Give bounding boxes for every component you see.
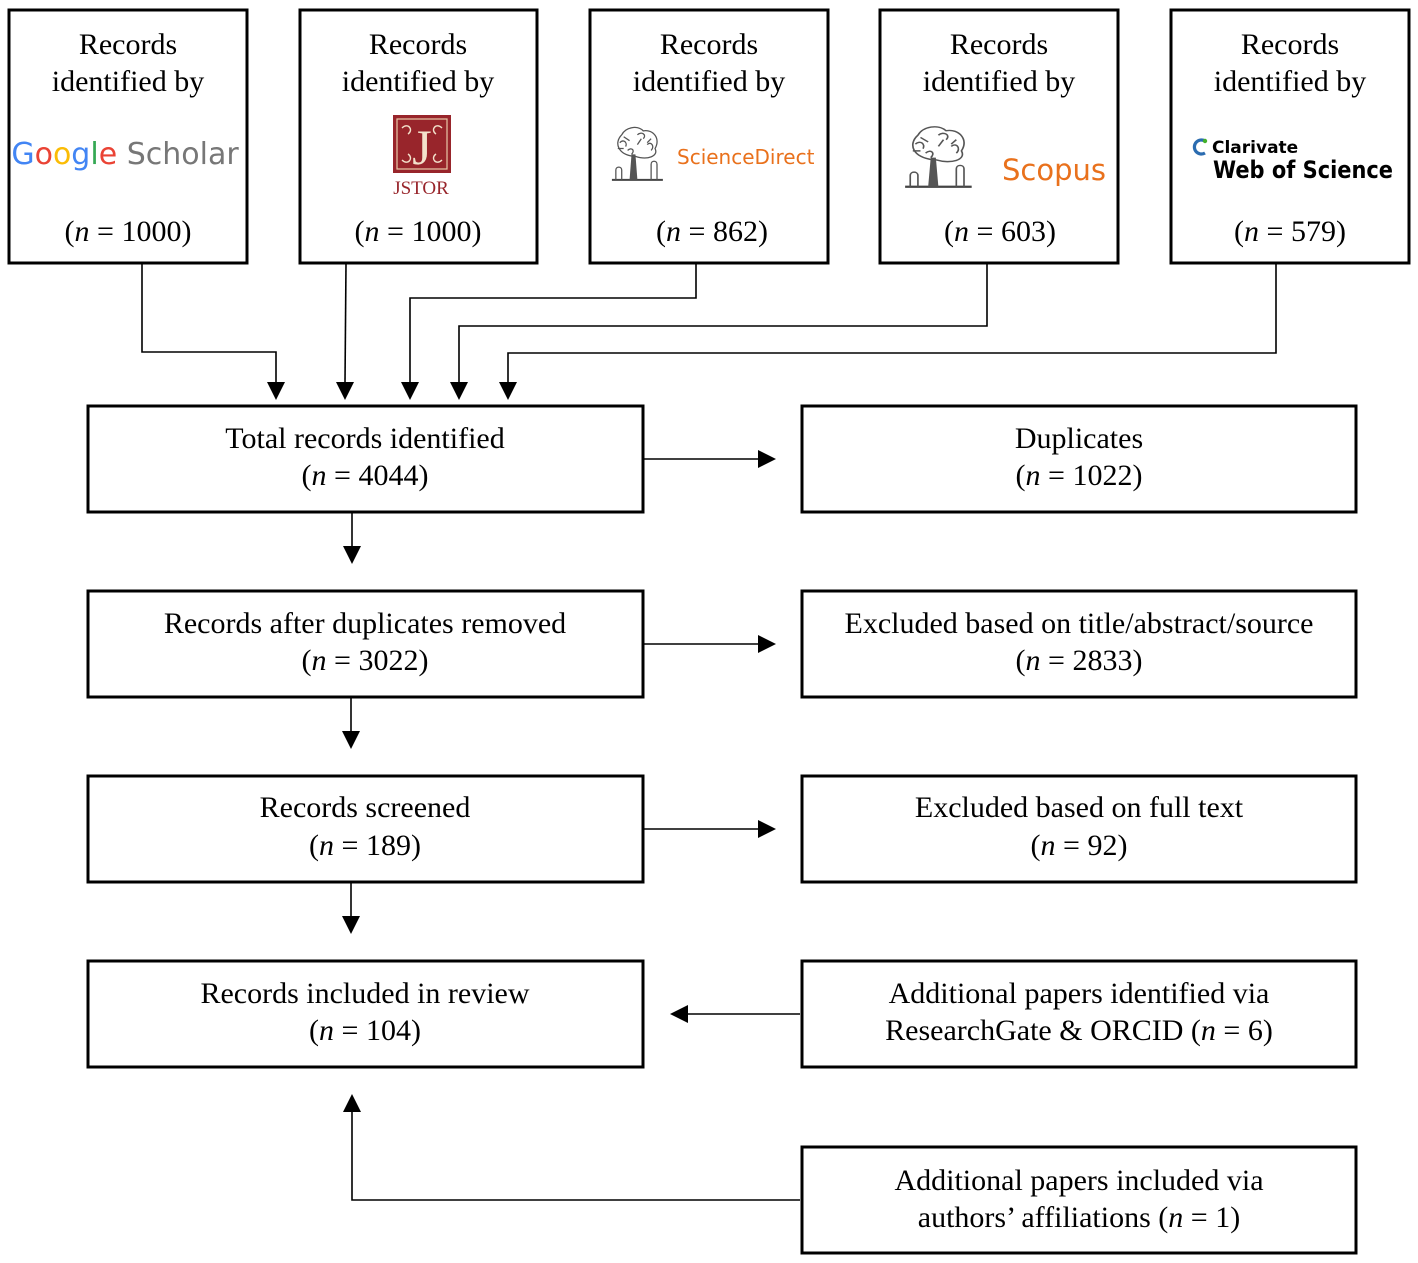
side-additional-affiliations: Additional papers included via authors’ … xyxy=(800,1145,1358,1255)
source-connectors xyxy=(141,263,1277,400)
source-count: (n = 1000) xyxy=(355,215,482,248)
side-additional-researchgate: Additional papers identified via Researc… xyxy=(800,959,1358,1069)
source-line1: Records xyxy=(369,28,467,61)
google-scholar-logo: Google Scholar xyxy=(11,137,239,172)
side-count: authors’ affiliations (n = 1) xyxy=(918,1201,1240,1234)
step-connectors xyxy=(342,513,361,934)
step-count: (n = 4044) xyxy=(302,459,429,492)
side-count: (n = 2833) xyxy=(1016,644,1143,677)
scopus-wordmark: Scopus xyxy=(1002,153,1106,187)
step-screened: Records screened (n = 189) xyxy=(86,774,645,884)
source-sciencedirect: Records identified by ScienceDirect (n =… xyxy=(588,8,830,265)
source-line2: identified by xyxy=(1214,65,1366,98)
step-total-records: Total records identified (n = 4044) xyxy=(86,404,645,514)
side-count: ResearchGate & ORCID (n = 6) xyxy=(885,1014,1273,1047)
side-count: (n = 1022) xyxy=(1016,459,1143,492)
side-connectors xyxy=(343,450,800,1201)
source-line1: Records xyxy=(660,28,758,61)
clarivate-wordmark: Clarivate xyxy=(1212,138,1298,158)
source-count: (n = 579) xyxy=(1234,215,1346,248)
source-web-of-science: Records identified by Clarivate Web of S… xyxy=(1169,8,1411,265)
step-count: (n = 104) xyxy=(309,1014,421,1047)
source-scopus: Records identified by Scopus (n = 603) xyxy=(878,8,1120,265)
source-count: (n = 1000) xyxy=(65,215,192,248)
source-line1: Records xyxy=(79,28,177,61)
step-included: Records included in review (n = 104) xyxy=(86,959,645,1069)
side-duplicates: Duplicates (n = 1022) xyxy=(800,404,1358,514)
source-jstor: Records identified by J JSTOR (n = 1000) xyxy=(298,8,539,265)
side-title: Excluded based on title/abstract/source xyxy=(845,607,1314,640)
side-title: Additional papers included via xyxy=(894,1164,1263,1197)
source-line2: identified by xyxy=(923,65,1075,98)
side-excluded-full-text: Excluded based on full text (n = 92) xyxy=(800,774,1358,884)
source-line2: identified by xyxy=(52,65,204,98)
step-title: Records included in review xyxy=(200,977,529,1010)
source-line1: Records xyxy=(950,28,1048,61)
source-google-scholar: Records identified by Google Scholar (n … xyxy=(7,8,249,265)
web-of-science-wordmark: Web of Science xyxy=(1213,156,1393,184)
source-line2: identified by xyxy=(342,65,494,98)
side-count: (n = 92) xyxy=(1031,829,1128,862)
step-after-duplicates: Records after duplicates removed (n = 30… xyxy=(86,589,645,699)
clarivate-mark-icon xyxy=(1192,138,1208,156)
side-title: Additional papers identified via xyxy=(889,977,1270,1010)
source-line2: identified by xyxy=(633,65,785,98)
step-title: Records screened xyxy=(260,791,471,824)
source-count: (n = 862) xyxy=(656,215,768,248)
side-title: Excluded based on full text xyxy=(915,791,1244,824)
side-title: Duplicates xyxy=(1015,422,1143,455)
source-line1: Records xyxy=(1241,28,1339,61)
jstor-logo: J JSTOR xyxy=(393,115,451,199)
source-count: (n = 603) xyxy=(944,215,1056,248)
svg-text:J: J xyxy=(412,119,431,175)
step-title: Records after duplicates removed xyxy=(164,607,566,640)
step-count: (n = 189) xyxy=(309,829,421,862)
jstor-wordmark: JSTOR xyxy=(393,178,449,199)
sciencedirect-wordmark: ScienceDirect xyxy=(677,145,815,169)
step-title: Total records identified xyxy=(225,422,504,455)
step-count: (n = 3022) xyxy=(302,644,429,677)
side-excluded-title-abstract: Excluded based on title/abstract/source … xyxy=(800,589,1358,699)
